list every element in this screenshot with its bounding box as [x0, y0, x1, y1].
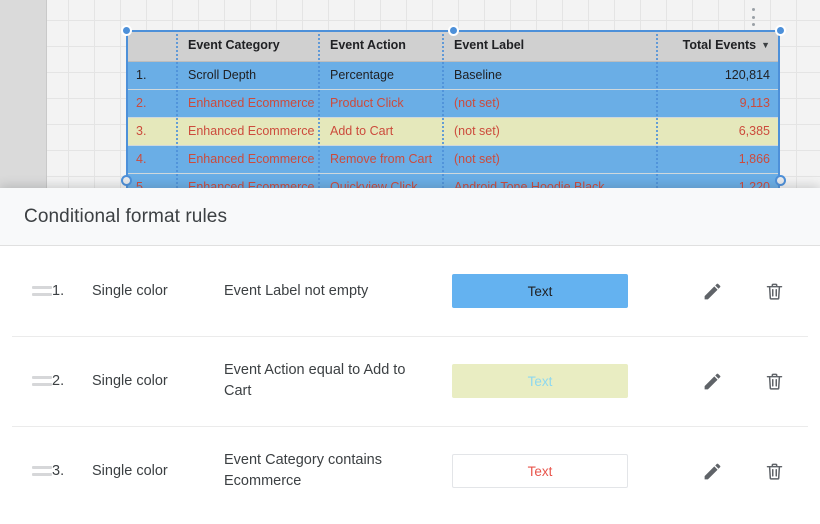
cell-index: 4.	[126, 145, 178, 174]
col-header-event-action[interactable]: Event Action	[320, 30, 444, 62]
rule-type: Single color	[92, 373, 168, 389]
cell-event-category: Scroll Depth	[178, 61, 320, 90]
rule-preview-swatch[interactable]: Text	[452, 364, 628, 398]
kebab-dot	[751, 8, 755, 11]
cell-event-label: (not set)	[444, 145, 658, 174]
resize-handle-bottom-left[interactable]	[121, 175, 132, 186]
drag-handle-icon[interactable]	[12, 466, 52, 476]
column-separator	[318, 30, 320, 192]
rule-row[interactable]: 2. Single color Event Action equal to Ad…	[0, 336, 820, 426]
rule-row[interactable]: 1. Single color Event Label not empty Te…	[0, 246, 820, 336]
cell-total-events: 6,385	[658, 117, 780, 146]
edit-rule-icon[interactable]	[700, 459, 724, 483]
cell-event-label: Baseline	[444, 61, 658, 90]
cell-event-label: (not set)	[444, 89, 658, 118]
sheet-left-gutter	[0, 0, 47, 196]
table-body: 1. Scroll Depth Percentage Baseline 120,…	[126, 61, 780, 196]
rule-preview-text: Text	[527, 463, 553, 479]
cell-index: 3.	[126, 117, 178, 146]
pivot-table[interactable]: Event Category Event Action Event Label …	[126, 30, 780, 196]
cell-event-category: Enhanced Ecommerce	[178, 117, 320, 146]
kebab-dot	[751, 23, 755, 26]
drag-bar	[32, 286, 52, 289]
rule-condition: Event Action equal to Add to Cart	[224, 362, 406, 399]
column-separator	[656, 30, 658, 192]
delete-rule-icon[interactable]	[762, 279, 786, 303]
cell-event-action: Add to Cart	[320, 117, 444, 146]
table-row[interactable]: 2. Enhanced Ecommerce Product Click (not…	[126, 89, 780, 118]
rule-condition: Event Label not empty	[224, 282, 369, 299]
rule-actions	[628, 279, 808, 303]
pivot-table-grid: Event Category Event Action Event Label …	[126, 30, 780, 196]
rule-actions	[628, 369, 808, 393]
resize-handle-top-middle[interactable]	[448, 25, 459, 36]
col-header-event-category[interactable]: Event Category	[178, 30, 320, 62]
resize-handle-top-right[interactable]	[775, 25, 786, 36]
drag-bar	[32, 293, 52, 296]
table-header-row: Event Category Event Action Event Label …	[126, 30, 780, 62]
drag-handle-icon[interactable]	[12, 286, 52, 296]
sheet-gutter-divider	[46, 0, 47, 196]
rule-type: Single color	[92, 283, 168, 299]
drag-bar	[32, 466, 52, 469]
drag-bar	[32, 473, 52, 476]
delete-rule-icon[interactable]	[762, 459, 786, 483]
rule-preview-text: Text	[527, 373, 553, 389]
col-header-event-label[interactable]: Event Label	[444, 30, 658, 62]
kebab-dot	[751, 15, 755, 19]
kebab-menu-icon[interactable]	[746, 6, 760, 28]
sort-descending-icon[interactable]: ▼	[761, 40, 770, 51]
edit-rule-icon[interactable]	[700, 279, 724, 303]
column-separator	[442, 30, 444, 192]
col-header-index[interactable]	[126, 30, 178, 62]
conditional-format-rules-dialog: Conditional format rules 1. Single color…	[0, 188, 820, 524]
rule-preview-swatch[interactable]: Text	[452, 274, 628, 308]
rule-number: 2.	[52, 373, 65, 389]
cell-event-category: Enhanced Ecommerce	[178, 89, 320, 118]
drag-handle-icon[interactable]	[12, 376, 52, 386]
rule-actions	[628, 459, 808, 483]
cell-event-action: Product Click	[320, 89, 444, 118]
cell-event-action: Percentage	[320, 61, 444, 90]
cell-index: 2.	[126, 89, 178, 118]
col-header-total-events-label: Total Events	[682, 38, 757, 53]
table-header: Event Category Event Action Event Label …	[126, 30, 780, 62]
rule-condition: Event Category contains Ecommerce	[224, 452, 382, 489]
drag-bar	[32, 383, 52, 386]
table-row[interactable]: 1. Scroll Depth Percentage Baseline 120,…	[126, 61, 780, 90]
rule-row[interactable]: 3. Single color Event Category contains …	[0, 426, 820, 516]
rule-preview-swatch[interactable]: Text	[452, 454, 628, 488]
dialog-title: Conditional format rules	[24, 205, 228, 227]
rule-preview-text: Text	[527, 283, 553, 299]
rule-type: Single color	[92, 463, 168, 479]
rule-number: 3.	[52, 463, 65, 479]
cell-total-events: 120,814	[658, 61, 780, 90]
table-row[interactable]: 3. Enhanced Ecommerce Add to Cart (not s…	[126, 117, 780, 146]
resize-handle-bottom-right[interactable]	[775, 175, 786, 186]
cell-index: 1.	[126, 61, 178, 90]
spreadsheet-canvas[interactable]: Event Category Event Action Event Label …	[0, 0, 820, 196]
delete-rule-icon[interactable]	[762, 369, 786, 393]
cell-total-events: 1,866	[658, 145, 780, 174]
edit-rule-icon[interactable]	[700, 369, 724, 393]
cell-total-events: 9,113	[658, 89, 780, 118]
table-row[interactable]: 4. Enhanced Ecommerce Remove from Cart (…	[126, 145, 780, 174]
cell-event-category: Enhanced Ecommerce	[178, 145, 320, 174]
col-header-total-events[interactable]: Total Events ▼	[658, 30, 780, 62]
rule-number: 1.	[52, 283, 65, 299]
drag-bar	[32, 376, 52, 379]
cell-event-label: (not set)	[444, 117, 658, 146]
resize-handle-top-left[interactable]	[121, 25, 132, 36]
rules-list: 1. Single color Event Label not empty Te…	[0, 246, 820, 516]
cell-event-action: Remove from Cart	[320, 145, 444, 174]
dialog-header: Conditional format rules	[0, 188, 820, 246]
column-separator	[176, 30, 178, 192]
